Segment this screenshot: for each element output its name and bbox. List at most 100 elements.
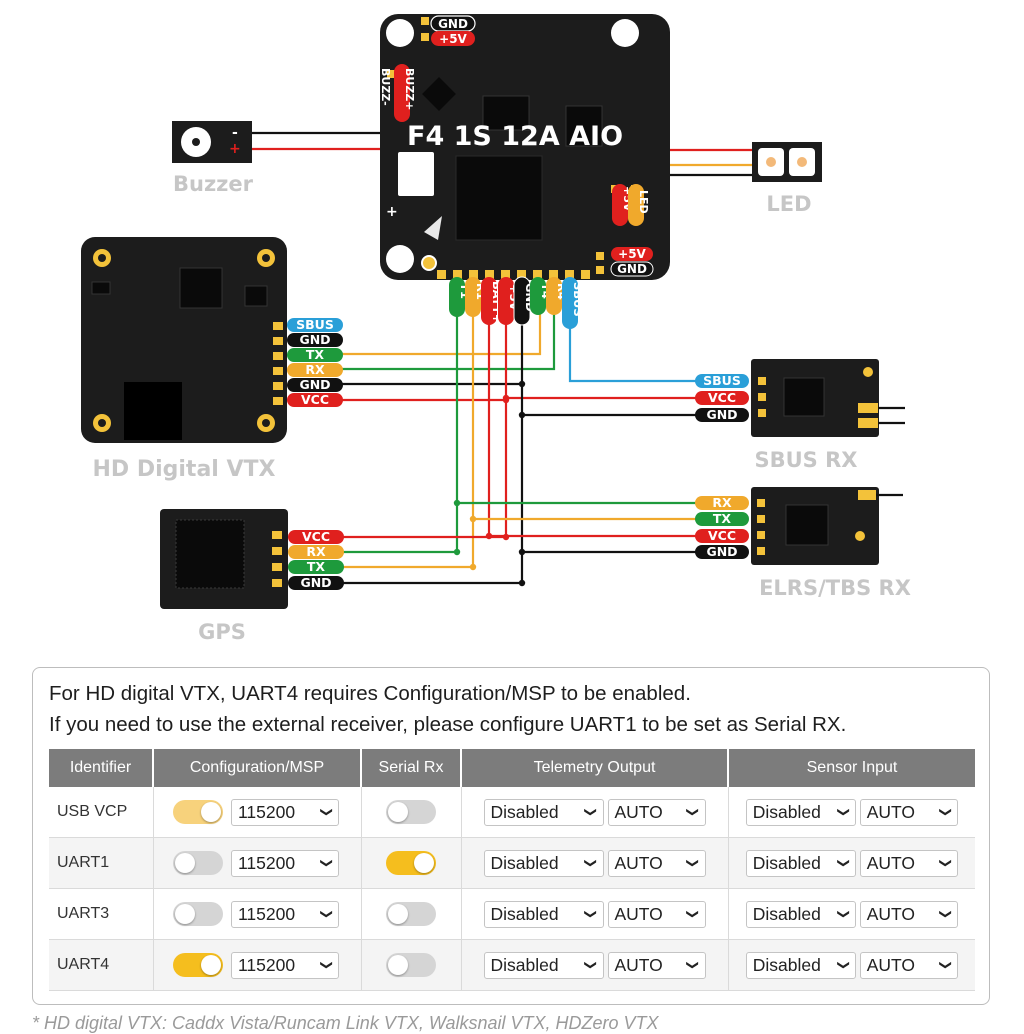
- sensor-select[interactable]: Disabled❯: [745, 798, 856, 826]
- sensor-baud-select[interactable]: AUTO❯: [859, 849, 958, 877]
- sensor-cell: Disabled❯ AUTO ❯: [728, 939, 975, 991]
- select-value: Disabled: [490, 954, 559, 975]
- elrs-rx-pin-tx: TX: [695, 511, 749, 526]
- select-value: AUTO: [866, 903, 916, 924]
- sbus-rx-module: SBUS RX: [751, 359, 905, 472]
- toggle-knob: [414, 853, 434, 873]
- msp-cell: 115200❯: [153, 837, 362, 889]
- sbus-rx-pin-gnd: GND: [695, 407, 749, 422]
- telemetry-baud-select[interactable]: AUTO❯: [607, 951, 706, 979]
- telemetry-select[interactable]: Disabled ❯: [483, 951, 604, 979]
- buzzer-minus-mark: -: [232, 125, 238, 141]
- msp-toggle[interactable]: [173, 800, 223, 824]
- select-value: Disabled: [752, 903, 821, 924]
- svg-text:RX: RX: [712, 495, 732, 510]
- right-5v-pad-label: +5V: [611, 247, 653, 261]
- chevron-down-icon: ❯: [584, 806, 599, 818]
- sensor-select[interactable]: Disabled ❯: [745, 849, 856, 877]
- msp-toggle[interactable]: [173, 953, 223, 977]
- sbus-rx-pin-sbus: SBUS: [695, 373, 749, 388]
- svg-text:TX: TX: [306, 347, 325, 362]
- select-value: AUTO: [614, 954, 663, 975]
- svg-text:SBUS: SBUS: [703, 373, 741, 388]
- msp-baud-select[interactable]: 115200❯: [231, 951, 339, 979]
- sbus-rx-label: SBUS RX: [755, 448, 858, 472]
- select-value: Disabled: [752, 954, 821, 975]
- select-value: AUTO: [866, 852, 916, 873]
- sensor-select[interactable]: Disabled ❯: [745, 900, 856, 928]
- msp-baud-select[interactable]: 115200❯: [231, 900, 339, 928]
- svg-text:SBUS: SBUS: [296, 317, 334, 332]
- elrs-rx-label: ELRS/TBS RX: [759, 576, 911, 600]
- wires: [250, 131, 760, 585]
- svg-text:LED: LED: [637, 190, 650, 214]
- telemetry-select[interactable]: Disabled ❯: [483, 798, 604, 826]
- gps-pin-rx: RX: [288, 544, 344, 559]
- header-sensor-input: Sensor Input: [728, 749, 975, 787]
- serial-rx-toggle[interactable]: [386, 800, 436, 824]
- chevron-down-icon: ❯: [686, 908, 701, 920]
- elrs-rx-pin-gnd: GND: [695, 544, 749, 559]
- vtx-pin-sbus: SBUS: [287, 317, 343, 332]
- msp-baud-select[interactable]: 115200❯: [231, 849, 339, 877]
- svg-text:BUZZ+: BUZZ+: [403, 68, 416, 111]
- svg-text:GND: GND: [438, 17, 468, 31]
- telemetry-select[interactable]: Disabled❯: [483, 900, 604, 928]
- chevron-down-icon: ❯: [938, 959, 953, 971]
- svg-text:GND: GND: [617, 262, 647, 276]
- svg-text:TX: TX: [307, 559, 326, 574]
- msp-baud-select[interactable]: 115200❯: [231, 798, 339, 826]
- select-value: AUTO: [866, 954, 916, 975]
- serial-rx-toggle[interactable]: [386, 902, 436, 926]
- telemetry-select[interactable]: Disabled❯: [483, 849, 604, 877]
- vtx-pin-labels: SBUS GND TX RX GND VCC: [287, 317, 343, 407]
- telemetry-baud-select[interactable]: AUTO❯: [607, 900, 706, 928]
- wire-junctions: [453, 380, 526, 587]
- telemetry-cell: Disabled❯AUTO❯: [461, 888, 729, 940]
- serial-rx-toggle[interactable]: [386, 851, 436, 875]
- chevron-down-icon: ❯: [836, 857, 851, 869]
- gps-label: GPS: [198, 620, 246, 644]
- led-module: LED: [752, 142, 822, 216]
- msp-toggle[interactable]: [173, 902, 223, 926]
- select-value: Disabled: [752, 852, 821, 873]
- sbus-rx-pin-vcc: VCC: [695, 390, 749, 405]
- hd-vtx-module: HD Digital VTX: [81, 237, 287, 482]
- elrs-rx-pin-labels: RX TX VCC GND: [695, 495, 749, 559]
- msp-toggle[interactable]: [173, 851, 223, 875]
- wiring-diagram: + F4 1S 12A AIO GND +5V BUZZ+ BUZZ- +5V: [81, 14, 911, 644]
- top-5v-pad-label: +5V: [431, 31, 475, 46]
- telemetry-baud-select[interactable]: AUTO❯: [607, 849, 706, 877]
- select-value: Disabled: [490, 801, 559, 822]
- chevron-down-icon: ❯: [686, 806, 701, 818]
- gps-pin-gnd: GND: [288, 575, 344, 590]
- chevron-down-icon: ❯: [836, 806, 851, 818]
- vtx-pin-gnd: GND: [287, 332, 343, 347]
- serial-rx-toggle[interactable]: [386, 953, 436, 977]
- gps-pin-vcc: VCC: [288, 529, 344, 544]
- pad-sbus: SBUS: [562, 277, 585, 329]
- buzzer: - + Buzzer: [172, 121, 254, 196]
- svg-text:GND: GND: [299, 377, 330, 392]
- sbus-rx-pin-labels: SBUS VCC GND: [695, 373, 749, 422]
- serial-rx-cell: [361, 939, 462, 991]
- sensor-baud-select[interactable]: AUTO❯: [859, 900, 958, 928]
- chevron-down-icon: ❯: [584, 908, 599, 920]
- toggle-knob: [388, 904, 408, 924]
- chevron-down-icon: ❯: [836, 908, 851, 920]
- header-identifier: Identifier: [49, 749, 154, 787]
- telemetry-baud-select[interactable]: AUTO❯: [607, 798, 706, 826]
- port-identifier: UART3: [49, 888, 154, 940]
- chevron-down-icon: ❯: [584, 857, 599, 869]
- chevron-down-icon: ❯: [584, 959, 599, 971]
- note-line-1: For HD digital VTX, UART4 requires Confi…: [49, 682, 691, 705]
- toggle-knob: [175, 904, 195, 924]
- chevron-down-icon: ❯: [938, 806, 953, 818]
- sensor-baud-select[interactable]: AUTO ❯: [859, 951, 958, 979]
- sensor-select[interactable]: Disabled❯: [745, 951, 856, 979]
- sensor-baud-select[interactable]: AUTO❯: [859, 798, 958, 826]
